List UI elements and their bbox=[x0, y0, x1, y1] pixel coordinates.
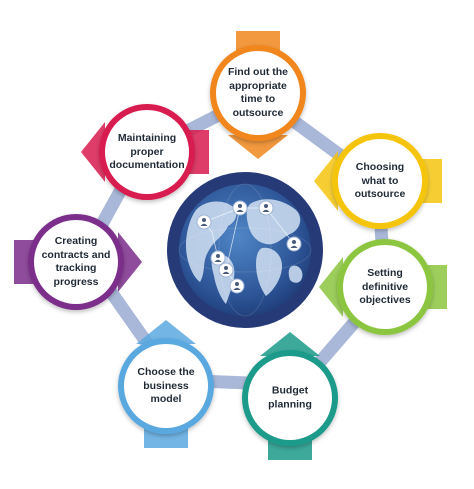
person-icon bbox=[218, 262, 234, 278]
step-business-model bbox=[118, 320, 214, 448]
step-inner-circle bbox=[343, 245, 427, 329]
step-inner-circle bbox=[105, 110, 189, 194]
step-choosing-what bbox=[314, 133, 442, 229]
people-markers bbox=[196, 200, 302, 294]
step-inner-circle bbox=[248, 356, 332, 440]
step-inner-circle bbox=[124, 344, 208, 428]
step-inner-circle bbox=[338, 139, 422, 223]
step-label-documentation: Maintaining proper documentation bbox=[109, 131, 185, 171]
globe-icon bbox=[167, 172, 323, 328]
process-steps bbox=[14, 31, 447, 460]
person-icon bbox=[229, 278, 245, 294]
person-icon bbox=[232, 200, 248, 216]
step-budget-planning bbox=[242, 332, 338, 460]
step-inner-circle bbox=[216, 51, 300, 135]
step-label-find-time: Find out the appropriate time to outsour… bbox=[227, 66, 289, 119]
step-label-business-model: Choose the business model bbox=[137, 365, 195, 405]
step-contracts bbox=[14, 214, 142, 310]
person-icon bbox=[210, 250, 226, 266]
step-find-time bbox=[210, 31, 306, 159]
step-label-contracts: Creating contracts and tracking progress bbox=[41, 235, 111, 288]
person-icon bbox=[258, 200, 274, 216]
person-icon bbox=[196, 214, 212, 230]
step-setting-objectives bbox=[319, 239, 447, 335]
step-label-choosing-what: Choosing what to outsource bbox=[354, 160, 406, 200]
step-documentation bbox=[81, 104, 209, 200]
step-label-setting-objectives: Setting definitive objectives bbox=[359, 266, 411, 306]
step-inner-circle bbox=[34, 220, 118, 304]
step-label-budget-planning: Budget planning bbox=[268, 384, 312, 411]
person-icon bbox=[286, 236, 302, 252]
